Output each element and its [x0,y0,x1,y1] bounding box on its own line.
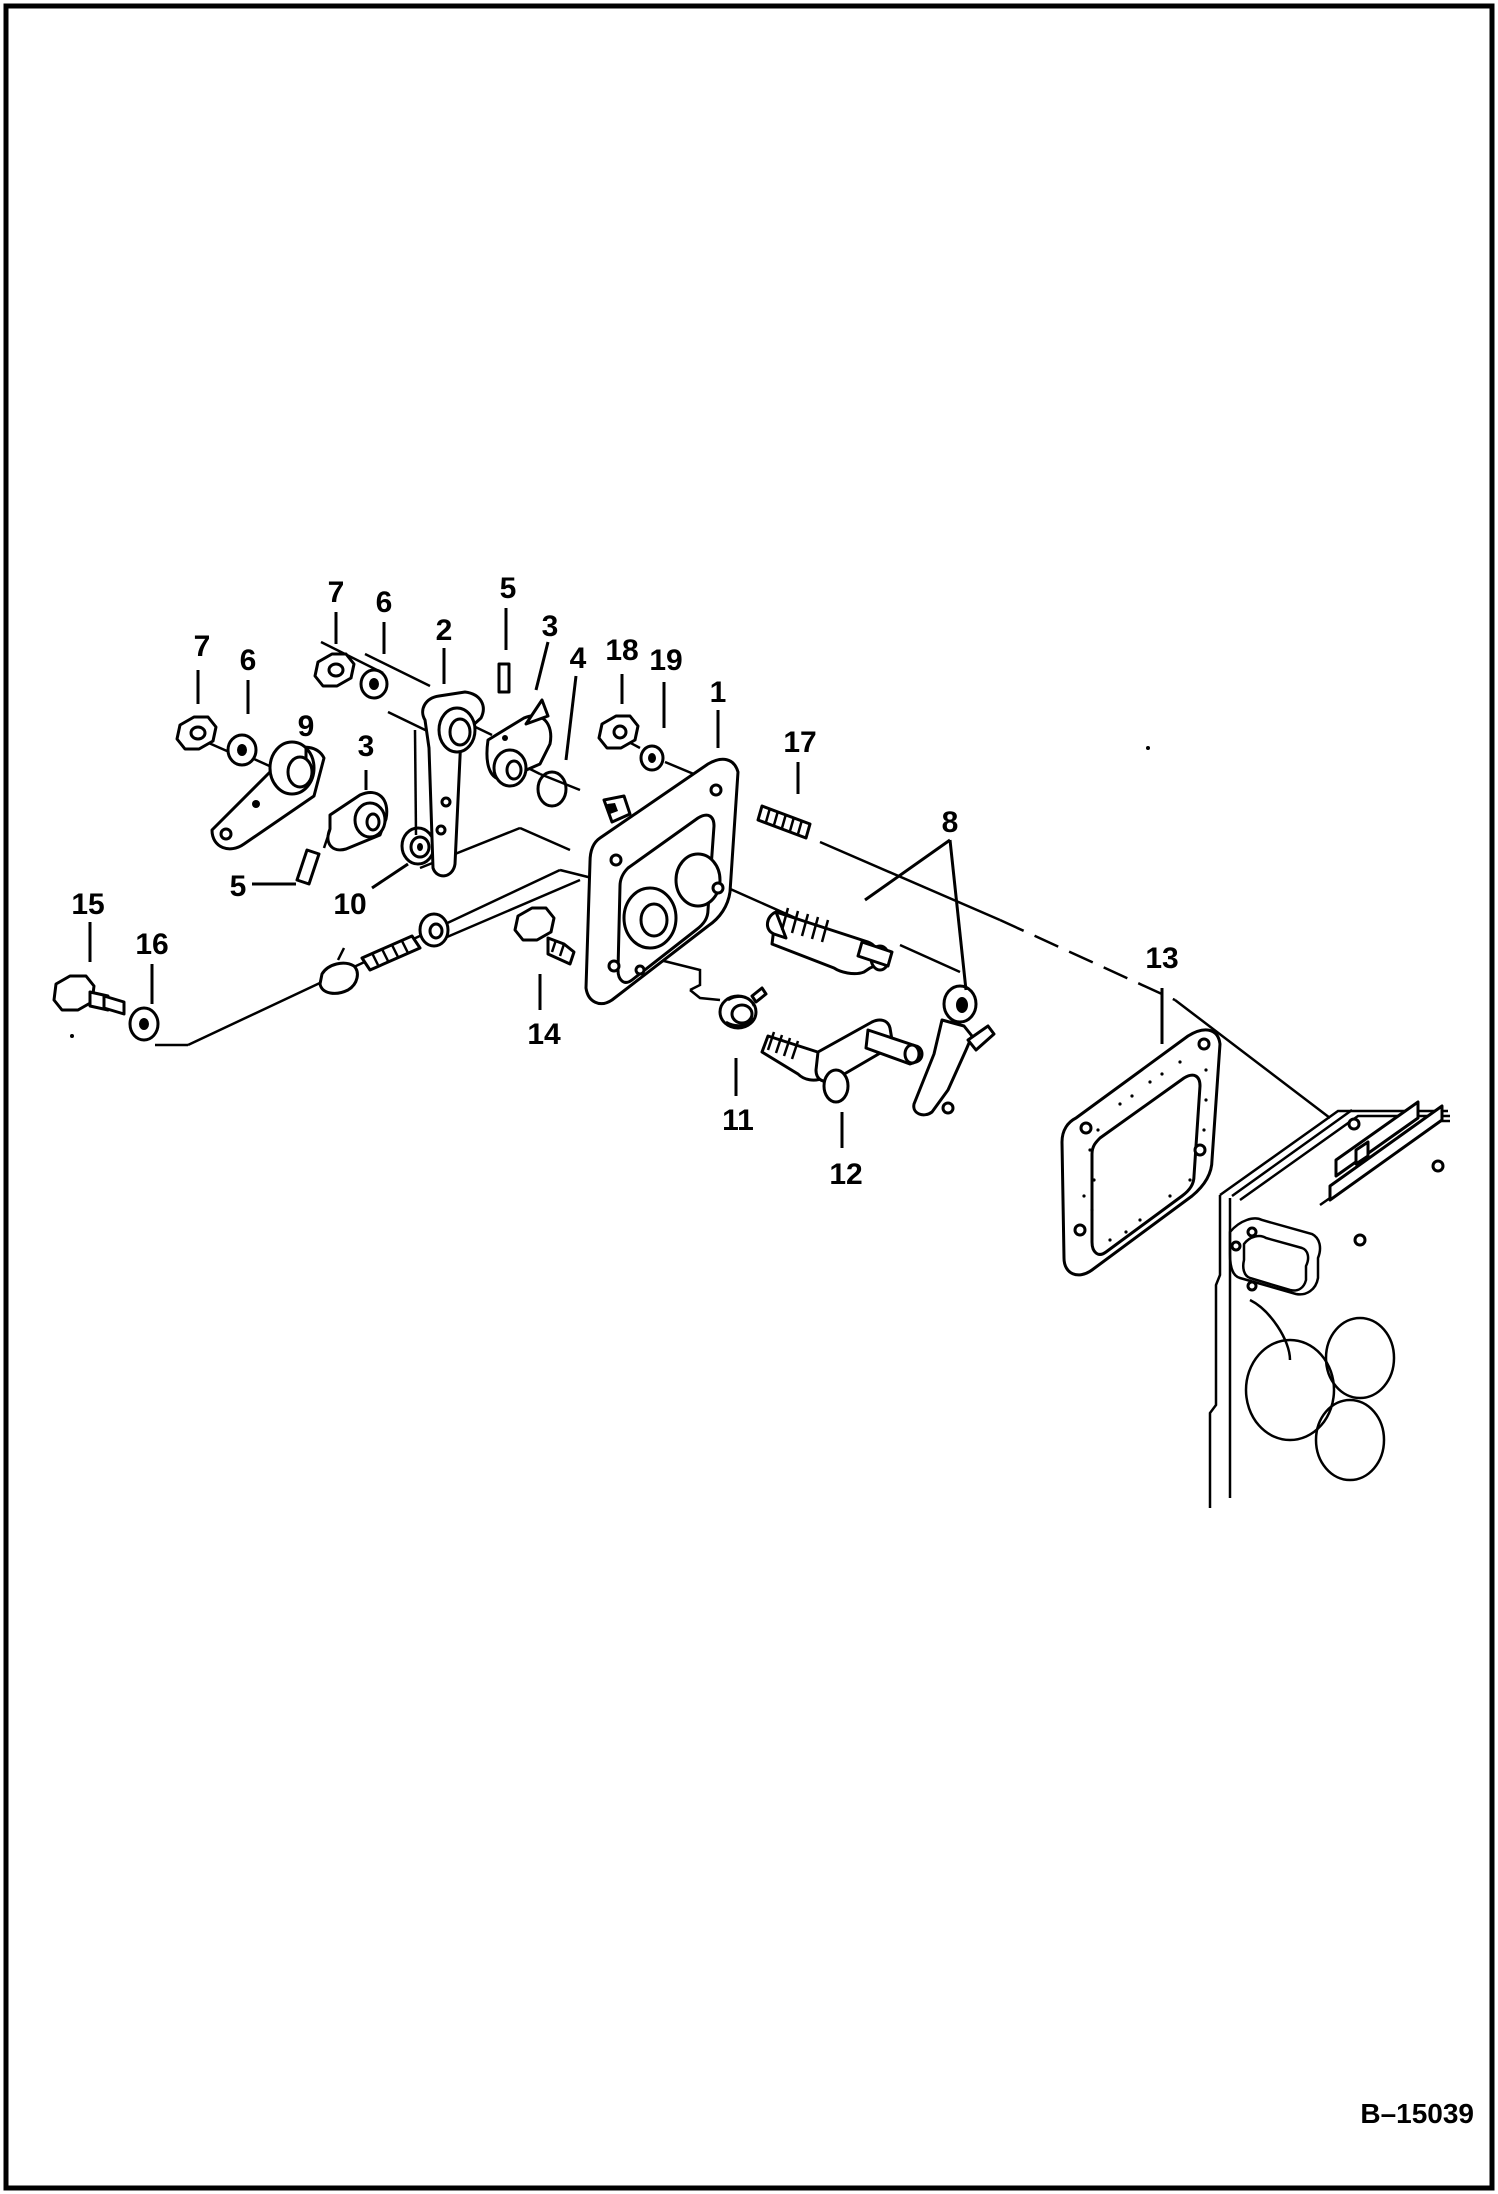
collar-3-upper [485,698,553,788]
callout-6-lower: 6 [240,644,257,677]
callout-3-upper: 3 [542,610,559,643]
bolt-15 [52,974,126,1016]
callout-10: 10 [333,888,366,921]
link-2 [413,690,485,878]
callout-13: 13 [1145,942,1178,975]
callout-7-lower: 7 [194,630,211,663]
callout-4: 4 [570,642,587,675]
callout-6-upper: 6 [376,586,393,619]
assembly-lines [155,640,1331,1119]
washer-6-lower [226,733,258,767]
engine-block [1208,1100,1450,1508]
gasket-13 [1060,1028,1222,1277]
callout-3-lower: 3 [358,730,375,763]
callout-2: 2 [436,614,453,647]
stud-17 [756,804,812,840]
housing-1 [584,757,740,1005]
o-ring-4 [536,770,568,808]
callout-leaders [88,608,1164,1148]
pin-5-lower [295,848,321,886]
spring-11 [718,986,768,1030]
callout-16: 16 [135,928,168,961]
collar-3-lower [322,791,389,852]
callout-19: 19 [649,644,682,677]
washer-6-upper [359,668,389,700]
callout-14: 14 [527,1018,561,1051]
washer-16 [128,1006,160,1042]
callout-15: 15 [71,888,104,921]
speck [70,1034,74,1038]
callout-8: 8 [942,806,959,839]
callout-18: 18 [605,634,638,667]
nut-7-upper [313,652,356,688]
callout-5-lower: 5 [230,870,247,903]
pin-5-upper [497,662,511,694]
bolt-14 [513,906,576,966]
speck [1146,746,1150,750]
nut-7-lower [175,715,218,751]
lever-9 [210,740,326,851]
nut-18 [597,714,640,750]
callout-1: 1 [710,676,727,709]
drawing-reference-code: B–15039 [1360,2098,1474,2129]
callout-11: 11 [722,1104,754,1137]
washer-19 [639,744,665,772]
callout-9: 9 [298,710,315,743]
callout-17: 17 [783,726,816,759]
bearing-10 [400,826,436,866]
callout-7-upper: 7 [328,576,345,609]
crank-12 [760,1018,924,1104]
adjust-screw [318,912,450,995]
page-border [3,3,1495,2191]
callout-12: 12 [829,1158,862,1191]
callout-5-upper: 5 [500,572,517,605]
shaft-8 [766,907,894,976]
arm-8 [912,984,996,1117]
